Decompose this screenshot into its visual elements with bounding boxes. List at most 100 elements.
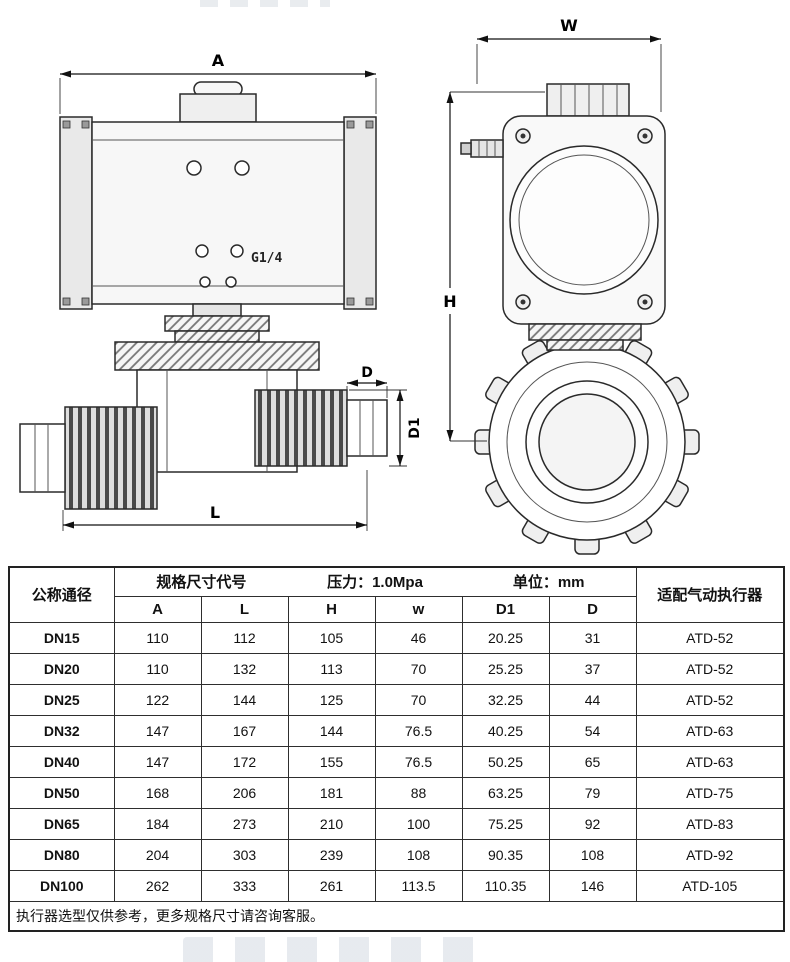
cell-h: 105 [287,621,376,654]
cell-w: 76.5 [374,714,463,747]
col-header-spec-group: 规格尺寸代号 压力：1.0Mpa 单位：mm [113,566,637,597]
table-row: DN50 168 206 181 88 63.25 79 ATD-75 [8,776,785,809]
cell-d1: 90.35 [461,838,550,871]
cell-d1: 75.25 [461,807,550,840]
cell-dn: DN100 [8,869,115,902]
air-fitting [460,139,504,158]
col-header-actuator: 适配气动执行器 [635,566,785,623]
cell-d: 146 [548,869,637,902]
watermark-artifact-top [200,0,330,7]
cell-dn: DN25 [8,683,115,716]
cell-w: 70 [374,652,463,685]
watermark-artifact-bottom [183,937,483,962]
air-port-label: G1/4 [251,251,282,266]
col-header-a: A [113,595,202,623]
dimension-h: H [439,91,545,442]
cell-a: 204 [113,838,202,871]
table-row: DN40 147 172 155 76.5 50.25 65 ATD-63 [8,745,785,778]
cell-h: 261 [287,869,376,902]
cell-actuator: ATD-75 [635,776,785,809]
front-view-drawing: A G1/4 [19,51,423,531]
table-footnote-row: 执行器选型仅供参考，更多规格尺寸请咨询客服。 [8,900,785,931]
cell-dn: DN20 [8,652,115,685]
actuator-side [460,83,666,325]
union-nut-left [19,406,158,510]
cell-l: 172 [200,745,289,778]
cell-dn: DN65 [8,807,115,840]
actuator-front: G1/4 [59,81,377,310]
dim-a-label: A [212,51,225,70]
cell-l: 132 [200,652,289,685]
dim-l-label: L [210,503,220,522]
cell-actuator: ATD-92 [635,838,785,871]
cell-dn: DN32 [8,714,115,747]
cell-d: 44 [548,683,637,716]
side-view-drawing: W [439,16,700,555]
cell-d: 37 [548,652,637,685]
cell-d1: 20.25 [461,621,550,654]
cell-w: 108 [374,838,463,871]
cell-w: 76.5 [374,745,463,778]
spec-table: 公称通径 规格尺寸代号 压力：1.0Mpa 单位：mm 适配气动执行器 A L … [8,566,785,932]
col-header-nominal-diameter: 公称通径 [8,566,115,623]
cell-d1: 25.25 [461,652,550,685]
table-row: DN32 147 167 144 76.5 40.25 54 ATD-63 [8,714,785,747]
cell-dn: DN40 [8,745,115,778]
cell-d: 31 [548,621,637,654]
cell-w: 46 [374,621,463,654]
cell-dn: DN15 [8,621,115,654]
cell-d1: 50.25 [461,745,550,778]
union-nut-right [254,389,388,467]
cell-w: 113.5 [374,869,463,902]
cell-h: 181 [287,776,376,809]
cell-dn: DN50 [8,776,115,809]
cell-d1: 63.25 [461,776,550,809]
cell-actuator: ATD-83 [635,807,785,840]
cell-actuator: ATD-105 [635,869,785,902]
dimension-d1: D1 [349,389,423,467]
cell-d: 92 [548,807,637,840]
technical-drawings: A G1/4 [19,16,700,555]
mounting-bracket-front [164,303,270,343]
dimension-w: W [476,16,662,112]
cell-a: 110 [113,621,202,654]
col-header-d: D [548,595,637,623]
spec-code-label: 规格尺寸代号 [156,574,247,592]
cell-actuator: ATD-63 [635,745,785,778]
cell-a: 168 [113,776,202,809]
cell-actuator: ATD-63 [635,714,785,747]
col-header-l: L [200,595,289,623]
table-row: DN15 110 112 105 46 20.25 31 ATD-52 [8,621,785,654]
cell-a: 147 [113,745,202,778]
cell-a: 147 [113,714,202,747]
cell-actuator: ATD-52 [635,683,785,716]
cell-d: 54 [548,714,637,747]
cell-l: 273 [200,807,289,840]
cell-h: 239 [287,838,376,871]
table-row: DN65 184 273 210 100 75.25 92 ATD-83 [8,807,785,840]
table-row: DN25 122 144 125 70 32.25 44 ATD-52 [8,683,785,716]
cell-d1: 32.25 [461,683,550,716]
cell-l: 167 [200,714,289,747]
col-header-d1: D1 [461,595,550,623]
table-row: DN20 110 132 113 70 25.25 37 ATD-52 [8,652,785,685]
cell-a: 262 [113,869,202,902]
pressure-label: 压力：1.0Mpa [327,574,423,592]
table-row: DN100 262 333 261 113.5 110.35 146 ATD-1… [8,869,785,902]
cell-a: 110 [113,652,202,685]
dimension-d: D [346,365,388,398]
cell-a: 184 [113,807,202,840]
cell-l: 144 [200,683,289,716]
cell-w: 70 [374,683,463,716]
cell-w: 88 [374,776,463,809]
dimension-l: L [62,470,368,531]
cell-w: 100 [374,807,463,840]
dimension-a: A [59,51,377,114]
cell-d1: 40.25 [461,714,550,747]
cell-l: 112 [200,621,289,654]
cell-h: 144 [287,714,376,747]
mounting-bracket-side [528,323,642,351]
dim-d1-label: D1 [407,417,423,438]
unit-label: 单位：mm [512,574,585,592]
